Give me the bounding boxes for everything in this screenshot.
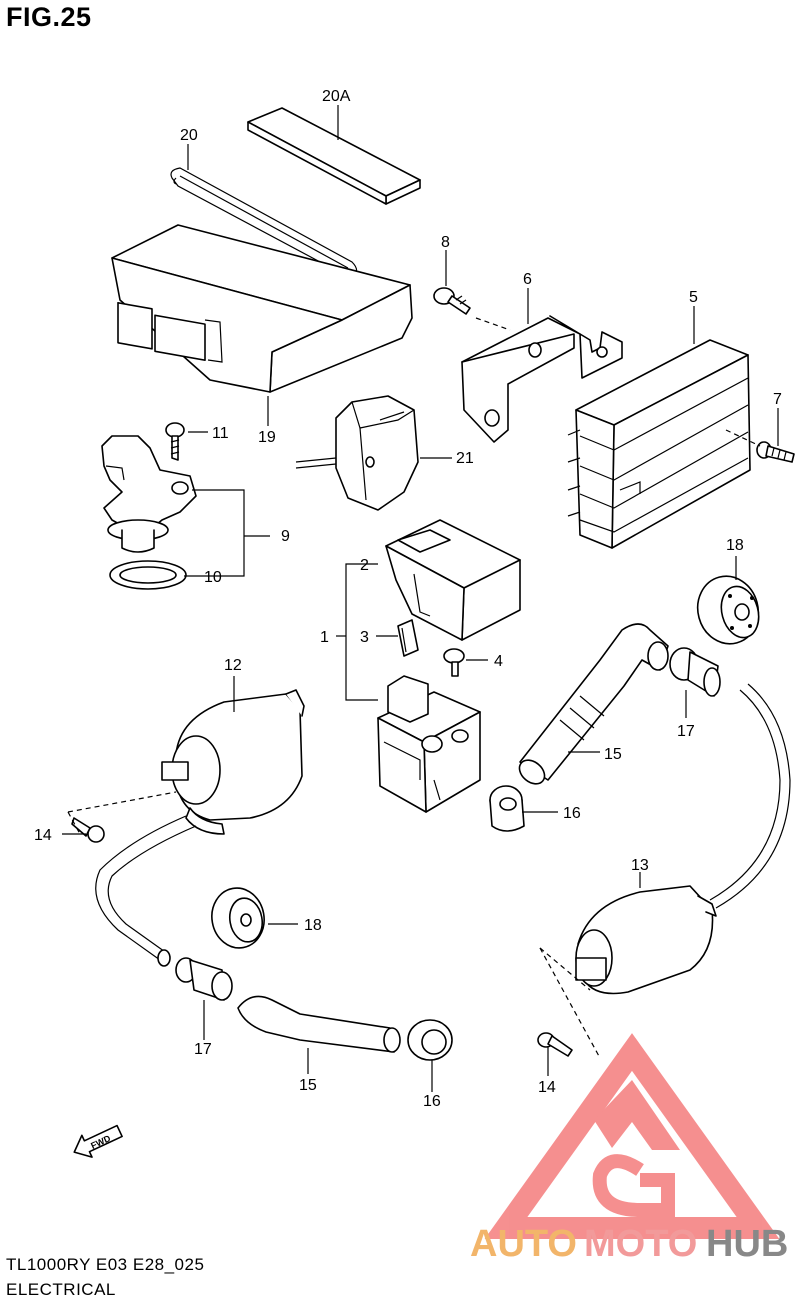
callout-6: 6 (523, 271, 532, 288)
ref-line-14-right (539, 947, 591, 991)
watermark-auto: AUTO (470, 1223, 577, 1265)
callout-17-lower: 17 (194, 1041, 212, 1058)
ignition-coil-12 (161, 689, 305, 835)
callout-15-upper: 15 (604, 746, 622, 763)
ignition-coil-13 (575, 683, 791, 995)
callout-4: 4 (494, 653, 503, 670)
callout-15-lower: 15 (299, 1077, 317, 1094)
o-ring-10 (109, 560, 187, 590)
callout-18-upper: 18 (726, 537, 744, 554)
callout-20: 20 (180, 127, 198, 144)
figure-title: FIG.25 (6, 2, 92, 32)
callout-3: 3 (360, 629, 369, 646)
callout-1: 1 (320, 629, 329, 646)
hose-15-upper (518, 623, 669, 785)
cap-17-lower (175, 957, 233, 1001)
cap-17-upper (669, 647, 721, 697)
watermark-moto: MOTO (584, 1223, 697, 1265)
bracket-6 (461, 315, 623, 443)
callout-10: 10 (204, 569, 222, 586)
leader-lines (62, 105, 779, 1092)
high-tension-cord-lower (95, 815, 197, 967)
camshaft-sensor-9 (101, 435, 197, 553)
screw-7 (756, 441, 795, 463)
callout-12: 12 (224, 657, 242, 674)
callout-labels: 20A 20 8 6 5 7 11 21 9 10 19 18 2 1 3 4 … (34, 88, 782, 1110)
bolt-14-right (537, 1032, 573, 1057)
watermark-hub: HUB (706, 1223, 788, 1265)
screw-11 (165, 422, 185, 461)
ref-line-8 (475, 317, 511, 331)
fuse-3 (397, 619, 419, 657)
watermark-logo-icon (484, 1033, 780, 1239)
callout-11: 11 (212, 425, 229, 442)
fuse-box-base-1 (377, 675, 481, 813)
fuse-box-cover-2 (385, 519, 521, 641)
callout-7: 7 (773, 391, 782, 408)
bushing-16-upper (489, 785, 525, 832)
callout-17-upper: 17 (677, 723, 695, 740)
callout-5: 5 (689, 289, 698, 306)
section-name: ELECTRICAL (6, 1280, 116, 1299)
ecm-unit-19 (111, 224, 413, 393)
ref-line-14-left (67, 791, 177, 813)
callout-20a: 20A (322, 88, 351, 105)
callout-9: 9 (281, 528, 290, 545)
regulator-rectifier-5 (567, 339, 751, 549)
callout-14-left: 14 (34, 827, 52, 844)
screw-4 (443, 648, 465, 677)
grommet-18-upper (696, 575, 760, 645)
callout-19: 19 (258, 429, 276, 446)
ref-line-7 (725, 429, 761, 447)
bushing-16-lower (407, 1019, 453, 1061)
callout-16-upper: 16 (563, 805, 581, 822)
callout-13: 13 (631, 857, 649, 874)
callout-8: 8 (441, 234, 450, 251)
fwd-arrow-icon: FWD (73, 1124, 123, 1158)
ref-line-14-left-b (67, 811, 81, 835)
relay-21 (295, 395, 419, 511)
callout-21: 21 (456, 450, 474, 467)
bolt-14-left (71, 817, 105, 843)
model-code: TL1000RY E03 E28_025 (6, 1255, 205, 1274)
callout-2: 2 (360, 557, 369, 574)
watermark-text: AUTO MOTO HUB (470, 1223, 788, 1265)
callout-14-right: 14 (538, 1079, 556, 1096)
callout-16-lower: 16 (423, 1093, 441, 1110)
grommet-18-lower (211, 887, 265, 949)
callout-18-lower: 18 (304, 917, 322, 934)
insulator-pad-20a (247, 107, 421, 205)
hose-15-lower (237, 995, 401, 1053)
ref-line-14-right-b (539, 947, 601, 1059)
bolt-8 (433, 287, 471, 315)
